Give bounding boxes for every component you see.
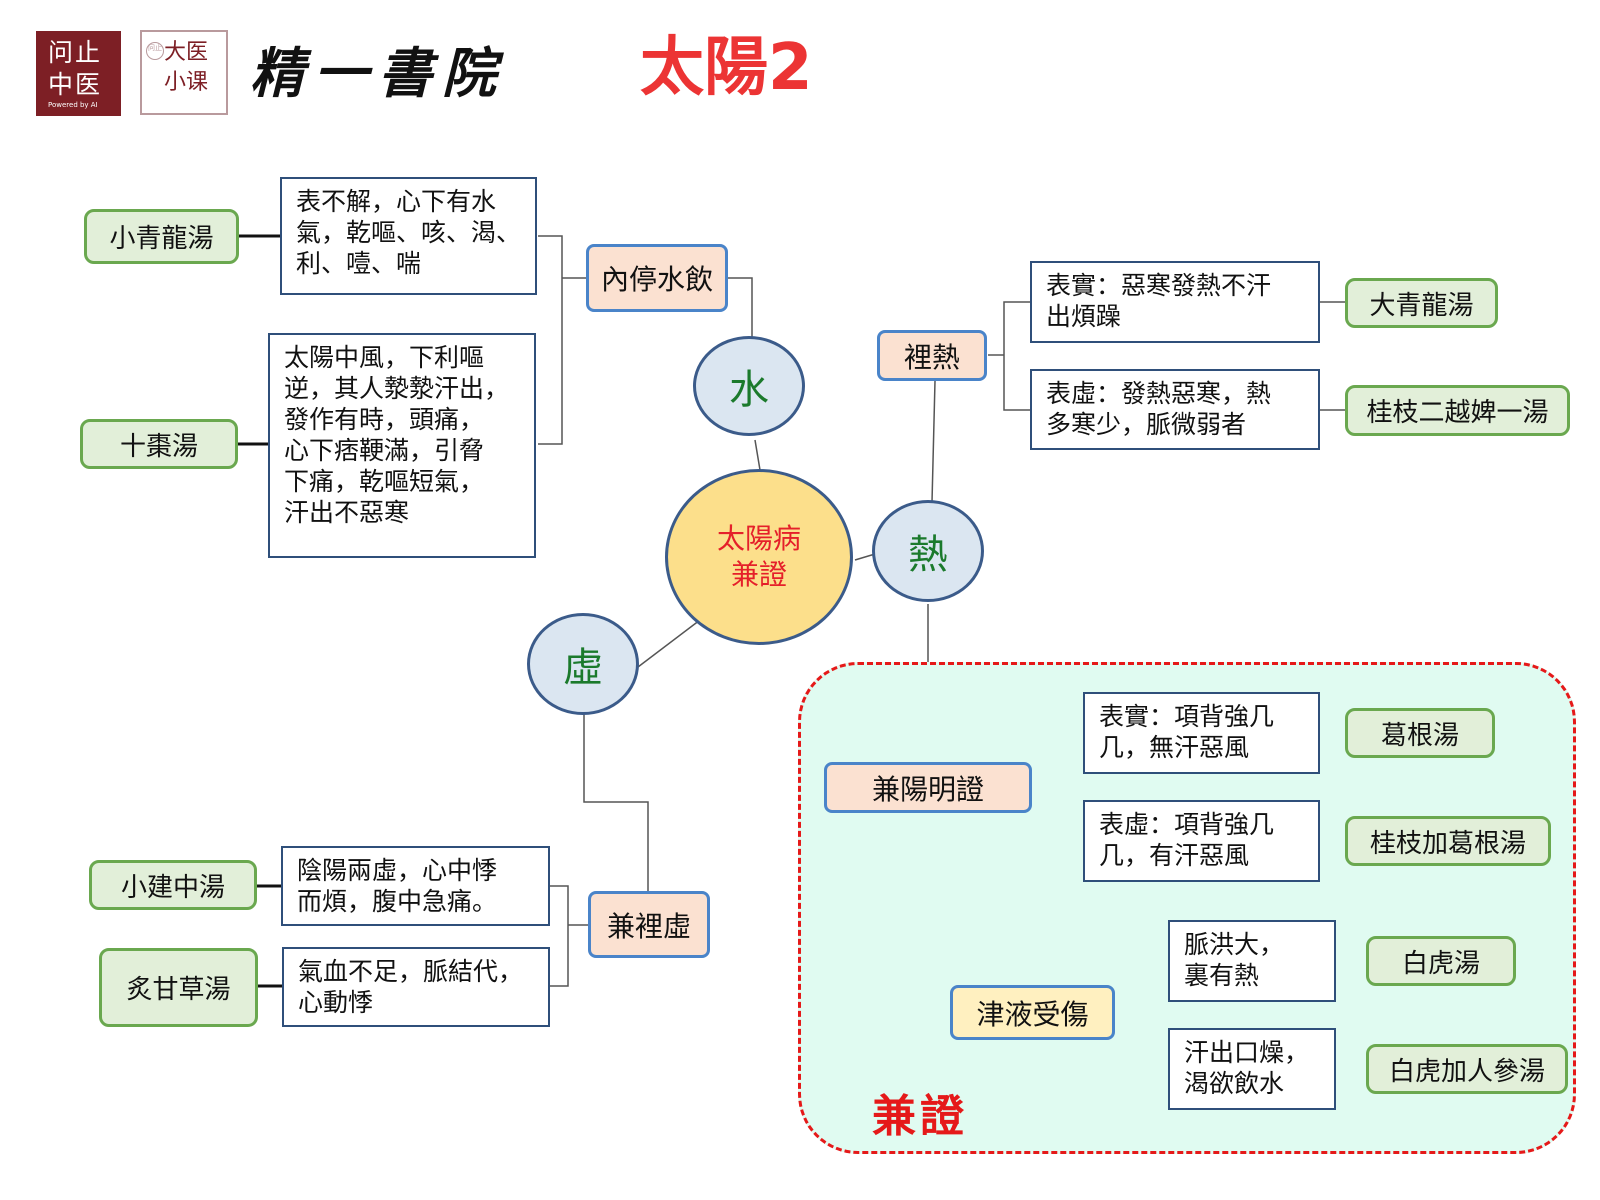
logo2-line2: 小课	[164, 70, 209, 95]
category-fluid-injury: 津液受傷	[950, 985, 1115, 1040]
rx-gegen: 葛根湯	[1345, 708, 1495, 758]
category-inner-deficiency: 兼裡虛	[588, 891, 710, 958]
logo-daxiaoke: 问止 大医 小课	[140, 30, 228, 115]
rx-shizao: 十棗湯	[80, 419, 238, 469]
logo2-line1: 大医	[164, 40, 209, 65]
desc-yangming-1: 表實：項背強几 几，無汗惡風	[1083, 692, 1320, 774]
desc-deficiency-1: 陰陽兩虛，心中悸 而煩，腹中急痛。	[281, 846, 550, 926]
logo1-line1: 问止	[48, 38, 103, 67]
heat-node: 熱	[872, 500, 984, 602]
logo-wenzhi: 问止 中医 Powered by AI	[36, 31, 121, 116]
category-inner-heat: 裡熱	[877, 330, 987, 381]
category-yangming: 兼陽明證	[824, 762, 1032, 813]
center-line1: 太陽病	[716, 522, 801, 555]
logo1-tagline: Powered by AI	[48, 101, 98, 109]
desc-fluid-1: 脈洪大， 裏有熱	[1168, 920, 1336, 1002]
rx-guizhi-eryuebi: 桂枝二越婢一湯	[1345, 385, 1570, 436]
rx-guizhi-gegen: 桂枝加葛根湯	[1345, 816, 1551, 866]
region-label: 兼證	[872, 1091, 968, 1142]
desc-water-1: 表不解，心下有水 氣，乾嘔、咳、渴、 利、噎、喘	[280, 177, 537, 295]
desc-deficiency-2: 氣血不足，脈結代， 心動悸	[282, 947, 550, 1027]
desc-fluid-2: 汗出口燥， 渴欲飲水	[1168, 1028, 1336, 1110]
logo1-line2: 中医	[48, 70, 103, 99]
category-internal-water: 內停水飲	[586, 244, 728, 312]
deficiency-node: 虛	[527, 613, 639, 715]
rx-zhigancao: 炙甘草湯	[99, 948, 258, 1027]
rx-baihu: 白虎湯	[1366, 936, 1516, 986]
center-line2: 兼證	[730, 558, 787, 591]
desc-inner-heat-2: 表虛：發熱惡寒，熱 多寒少，脈微弱者	[1030, 369, 1320, 450]
brand-calligraphy: 精一書院	[250, 41, 506, 105]
water-node: 水	[693, 336, 805, 436]
center-node: 太陽病兼證	[665, 469, 853, 645]
desc-inner-heat-1: 表實：惡寒發熱不汗 出煩躁	[1030, 261, 1320, 343]
rx-daqinglong: 大青龍湯	[1345, 278, 1498, 328]
desc-yangming-2: 表虛：項背強几 几，有汗惡風	[1083, 800, 1320, 882]
rx-xiaoqinglong: 小青龍湯	[84, 209, 239, 264]
seal-icon: 问止	[146, 42, 164, 60]
rx-xiaojianzhong: 小建中湯	[89, 860, 257, 910]
rx-baihu-renshen: 白虎加人參湯	[1366, 1044, 1568, 1094]
desc-water-2: 太陽中風，下利嘔 逆，其人漐漐汗出， 發作有時，頭痛， 心下痞鞕滿，引脅 下痛，…	[268, 333, 536, 558]
page-title: 太陽2	[640, 31, 813, 105]
